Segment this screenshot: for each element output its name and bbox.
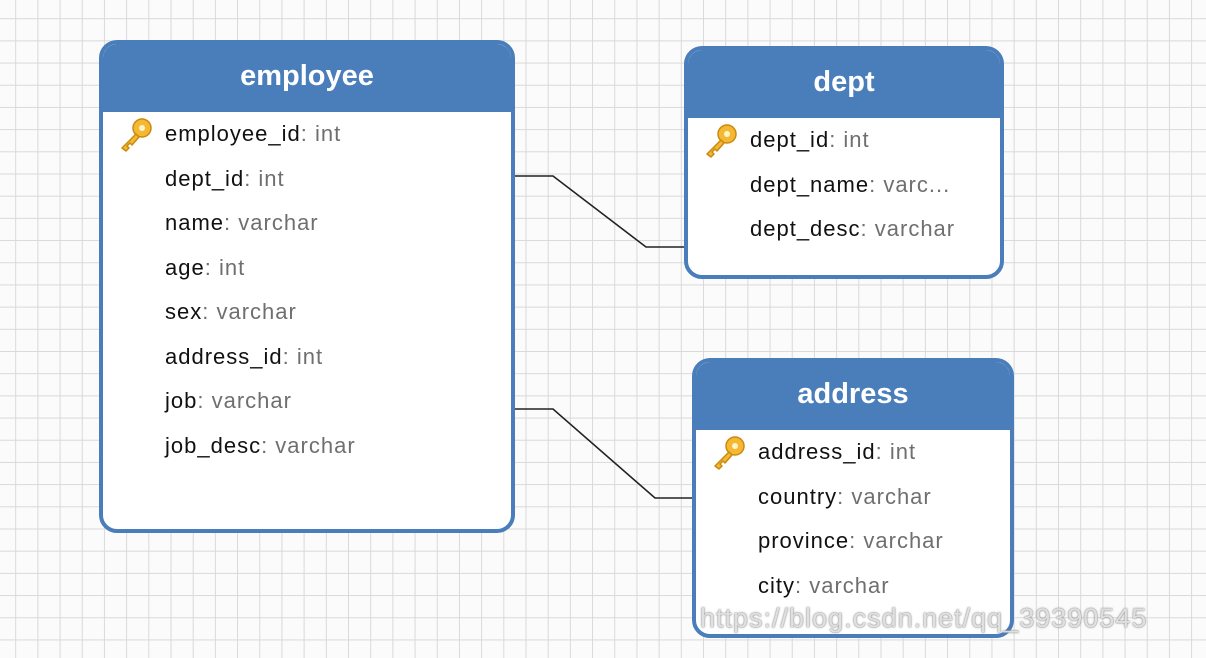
field-type: : varchar [795,572,890,598]
table-row[interactable]: city: varchar [696,564,1010,609]
field-type: : varchar [860,216,956,241]
field-name: job [165,388,198,413]
table-row[interactable]: age: int [103,246,511,291]
field-name: address_id [758,439,876,464]
field-type: : int [244,165,285,191]
field-type: : int [300,121,342,146]
dept-table-title[interactable]: dept [688,50,1000,118]
employee-dept-connector [515,175,686,248]
dept-table[interactable]: dept dept_id: int dept_name: varc... dep… [684,46,1004,279]
table-row[interactable]: address_id: int [103,335,511,380]
field-name: age [165,254,205,280]
table-row[interactable]: province: varchar [696,519,1010,564]
table-row[interactable]: job_desc: varchar [103,424,511,469]
field-type: : int [282,343,324,369]
field-name: dept_name [750,171,870,197]
table-row[interactable]: job: varchar [103,379,511,424]
table-row[interactable]: dept_name: varc... [688,163,1000,208]
field-type: : int [875,439,917,464]
field-name: dept_id [165,165,245,191]
employee-table-title[interactable]: employee [103,44,511,112]
field-name: job_desc [165,432,262,458]
field-type: : varchar [224,210,319,235]
field-type: : varchar [197,388,292,413]
field-name: dept_id [750,127,830,152]
field-type: : varchar [837,483,932,509]
table-row[interactable]: employee_id: int [103,112,511,157]
address-table[interactable]: address address_id: int country: varchar… [692,358,1014,638]
address-table-title[interactable]: address [696,362,1010,430]
table-row[interactable]: name: varchar [103,201,511,246]
field-name: employee_id [165,121,301,146]
field-name: name [165,210,225,235]
table-row[interactable]: dept_desc: varchar [688,207,1000,252]
table-row[interactable]: sex: varchar [103,290,511,335]
field-type: : varc... [869,171,951,197]
field-type: : varchar [849,528,944,553]
table-row[interactable]: dept_id: int [688,118,1000,163]
field-type: : int [829,127,870,152]
field-name: province [758,528,850,553]
watermark: https://blog.csdn.net/qq_39390545 [700,603,1148,633]
primary-key-icon [710,433,748,471]
employee-table[interactable]: employee employee_id: int dept_id: int n… [99,40,515,533]
field-name: address_id [165,343,283,369]
field-type: : varchar [261,432,356,458]
field-type: : varchar [202,299,297,324]
field-name: city [758,572,795,598]
field-name: dept_desc [750,216,861,241]
table-row[interactable]: country: varchar [696,475,1010,520]
field-name: sex [165,299,203,324]
employee-address-connector [515,408,694,499]
primary-key-icon [117,115,155,153]
table-row[interactable]: address_id: int [696,430,1010,475]
table-row[interactable]: dept_id: int [103,157,511,202]
field-type: : int [204,254,246,280]
primary-key-icon [702,121,740,159]
field-name: country [758,483,838,509]
